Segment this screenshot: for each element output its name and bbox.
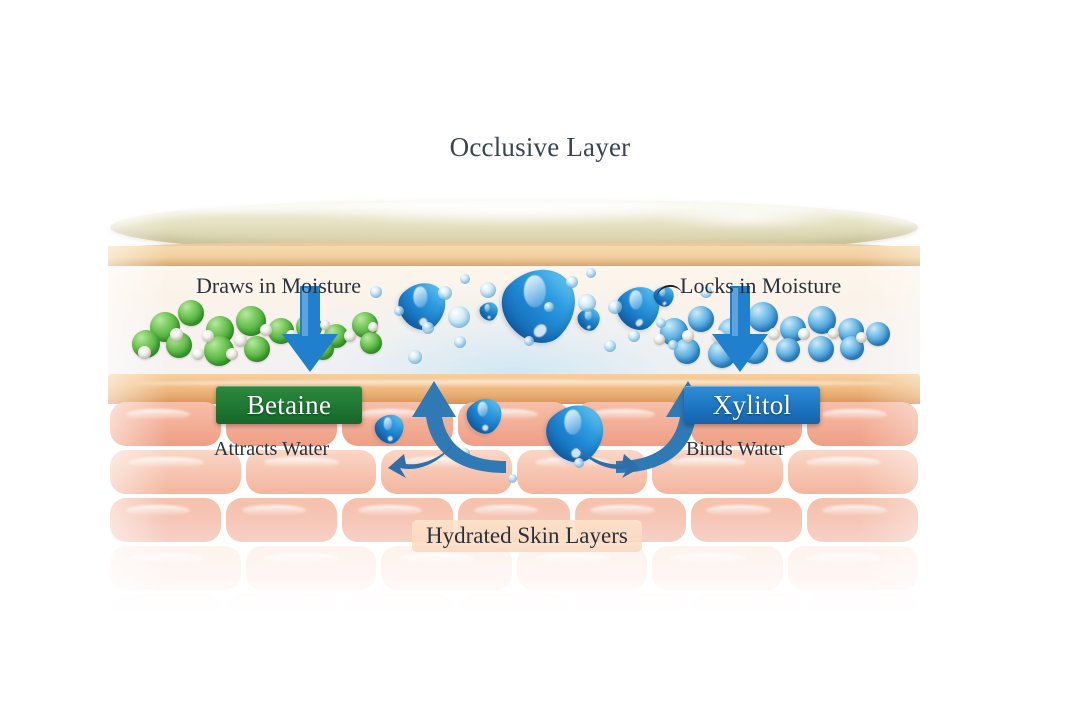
occlusive-highlight-secondary [648,208,848,230]
droplet-highlight [485,303,491,312]
water-bubble [628,330,640,342]
water-bubble [460,274,470,284]
xylitol-molecule [688,306,714,332]
betaine-molecule [178,300,204,326]
xylitol-molecule [776,338,800,362]
water-bubble [508,474,517,483]
badge-xylitol-label: Xylitol [712,389,792,420]
water-droplet [476,298,502,325]
skin-cell [245,450,376,494]
water-bubble [422,322,434,334]
water-bubble [480,282,496,298]
skin-cross-section: Betaine Xylitol Draws in Moisture Locks … [108,190,920,622]
page-title: Occlusive Layer [449,132,631,162]
droplet-highlight [531,322,550,340]
water-bubble [574,458,584,468]
droplet-highlight [486,315,492,320]
skin-cell [787,450,918,494]
droplet-highlight [661,301,667,306]
label-draws-in-moisture: Draws in Moisture [196,273,361,298]
molecule-hydrogen-atom [768,328,780,340]
label-hydrated-skin-layers: Hydrated Skin Layers [412,520,642,552]
badge-xylitol[interactable]: Xylitol [684,386,820,424]
molecule-hydrogen-atom [654,334,665,345]
molecule-hydrogen-atom [368,322,378,332]
droplet-highlight [524,275,546,308]
water-bubble [438,286,452,300]
water-bubble [544,302,554,312]
betaine-molecule [244,336,270,362]
draws-in-moisture-arrow [282,286,338,372]
molecule-hydrogen-atom [202,330,214,342]
molecule-hydrogen-atom [192,348,204,360]
skin-surface-highlight [134,380,894,387]
molecule-hydrogen-atom [320,320,330,330]
badge-betaine[interactable]: Betaine [216,386,362,424]
molecule-hydrogen-atom [856,332,867,343]
water-bubble [586,268,596,278]
molecule-hydrogen-atom [170,328,183,341]
moisture-rise-arrow-left [412,381,506,473]
molecule-hydrogen-atom [234,334,247,347]
moisture-curve-arrow-left [388,444,454,478]
skin-cell [806,402,918,446]
water-bubble [566,276,578,288]
droplet-highlight [412,286,427,308]
molecule-hydrogen-atom [798,328,810,340]
water-bubble [668,340,678,350]
water-bubble [656,318,666,328]
droplet-highlight [563,409,581,435]
xylitol-molecule [866,322,890,346]
molecule-hydrogen-atom [682,330,694,342]
label-attracts-water: Attracts Water [214,438,330,460]
droplet-highlight [634,317,645,328]
droplet-highlight [586,324,592,330]
locks-in-moisture-arrow [712,286,768,372]
label-binds-water: Binds Water [686,438,785,460]
droplet-highlight [383,416,393,430]
water-bubble [408,350,422,364]
molecule-hydrogen-atom [828,328,839,339]
molecule-hydrogen-atom [260,324,272,336]
molecule-hydrogen-atom [226,348,238,360]
label-locks-in-moisture: Locks in Moisture [680,273,842,298]
xylitol-molecule [808,336,834,362]
water-bubble [524,336,534,346]
occlusive-layer [108,190,920,260]
xylitol-molecule [674,338,700,364]
water-bubble [448,306,470,328]
moisture-curve-arrow-right [574,444,640,478]
water-bubble [604,340,616,352]
molecule-hydrogen-atom [138,346,151,359]
water-bubble [394,306,404,316]
molecule-hydrogen-atom [344,330,356,342]
skin-cell [652,450,783,494]
water-bubble [700,286,712,298]
droplet-highlight [629,290,643,310]
water-bubble [578,294,596,312]
water-droplet [488,253,592,357]
water-bubble [454,336,466,348]
water-bubble [370,286,382,298]
badge-betaine-label: Betaine [246,389,332,420]
water-bubble [608,300,622,314]
betaine-molecule [360,332,382,354]
xylitol-molecule [748,302,778,332]
